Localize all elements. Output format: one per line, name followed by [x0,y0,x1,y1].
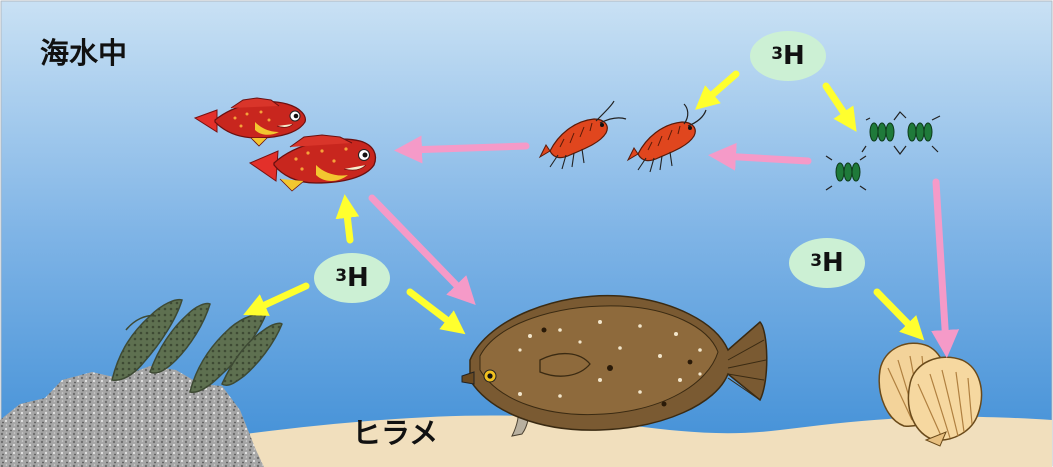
flounder-label: ヒラメ [352,410,438,452]
tritium-symbol: H [347,263,369,293]
uptake-arrow [346,206,350,240]
tritium-symbol: H [822,248,844,278]
feeding-arrow [408,146,526,150]
tritium-mass-number: 3 [335,266,347,286]
seawater-label: 海水中 [40,30,127,72]
feeding-arrow [722,156,808,161]
tritium-mass-number: 3 [771,44,783,64]
tritium-symbol: H [783,41,805,71]
tritium-mass-number: 3 [810,251,822,271]
